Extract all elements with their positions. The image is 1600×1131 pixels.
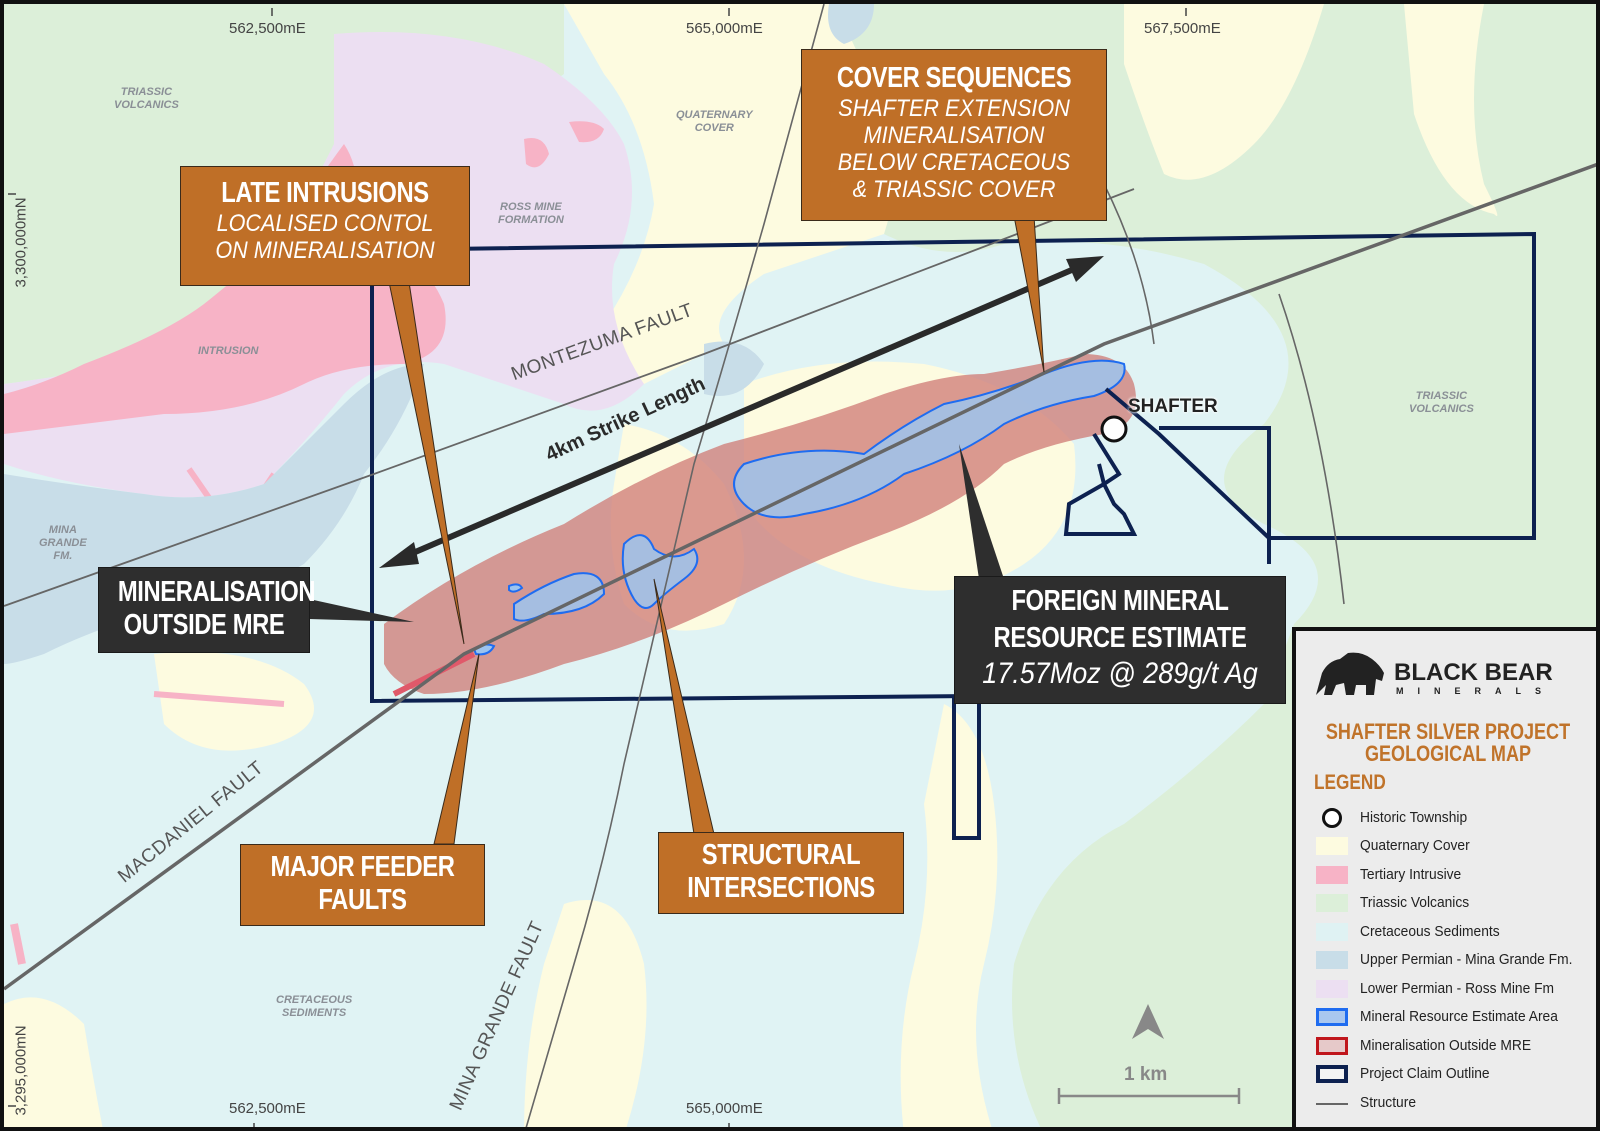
historic-township-icon <box>1100 415 1128 443</box>
geology-label-triassic-e: TRIASSIC VOLCANICS <box>1409 390 1474 415</box>
geology-label-intrusion: INTRUSION <box>198 345 259 357</box>
legend-item-tertiary: Tertiary Intrusive <box>1316 864 1596 888</box>
mre-area-mid <box>621 534 699 609</box>
legend-heading: LEGEND <box>1314 771 1386 794</box>
scale-bar <box>1057 1088 1241 1104</box>
northing-label: 3,300,000mN <box>12 197 30 288</box>
legend-item-cretaceous: Cretaceous Sediments <box>1316 921 1596 945</box>
geology-label-quaternary: QUATERNARY COVER <box>676 109 753 134</box>
legend-item-structure: Structure <box>1316 1092 1596 1116</box>
legend-item-mineralisation: Mineralisation Outside MRE <box>1316 1035 1596 1059</box>
callout-late-intrusions: LATE INTRUSIONS LOCALISED CONTOL ON MINE… <box>180 166 470 286</box>
geology-label-mina-grande: MINA GRANDE FM. <box>39 524 87 562</box>
easting-label: 565,000mE <box>686 20 763 37</box>
callout-foreign-mre: FOREIGN MINERAL RESOURCE ESTIMATE 17.57M… <box>954 576 1286 704</box>
geology-label-triassic: TRIASSIC VOLCANICS <box>114 86 179 111</box>
project-title: SHAFTER SILVER PROJECT GEOLOGICAL MAP <box>1325 719 1571 766</box>
northing-label: 3,295,000mN <box>12 1025 30 1116</box>
structure-line-icon <box>1316 1103 1348 1105</box>
project-claim-outline <box>370 231 1536 840</box>
north-arrow-icon <box>1132 1004 1164 1039</box>
easting-label: 562,500mE <box>229 20 306 37</box>
township-label: SHAFTER <box>1128 396 1218 417</box>
legend-item-triassic: Triassic Volcanics <box>1316 892 1596 916</box>
structures <box>4 4 1596 1127</box>
easting-label: 565,000mE <box>686 1100 763 1117</box>
mineralisation-pointer <box>309 599 414 622</box>
legend-item-claim: Project Claim Outline <box>1316 1063 1596 1087</box>
foreign-mre-pointer <box>959 444 1004 579</box>
callout-cover-sequences: COVER SEQUENCES SHAFTER EXTENSION MINERA… <box>801 49 1107 221</box>
callout-structural-intersections: STRUCTURAL INTERSECTIONS <box>658 832 904 914</box>
callout-major-feeder-faults: MAJOR FEEDER FAULTS <box>240 844 485 926</box>
legend-panel: BLACK BEAR MINERALS SHAFTER SILVER PROJE… <box>1292 627 1596 1127</box>
bear-logo-icon <box>1316 652 1384 695</box>
geology-label-ross-mine: ROSS MINE FORMATION <box>498 201 564 226</box>
mre-value: 17.57Moz @ 289g/t Ag <box>982 657 1258 690</box>
mre-area-main <box>733 359 1126 519</box>
brand-logo: BLACK BEAR MINERALS <box>1314 651 1594 701</box>
legend-item-upper-permian: Upper Permian - Mina Grande Fm. <box>1316 949 1596 973</box>
township-circle-icon <box>1322 808 1342 828</box>
legend-item-mre: Mineral Resource Estimate Area <box>1316 1006 1596 1030</box>
strike-length-arrow <box>379 256 1104 568</box>
easting-label: 567,500mE <box>1144 20 1221 37</box>
easting-label: 562,500mE <box>229 1100 306 1117</box>
legend-item-quaternary: Quaternary Cover <box>1316 835 1596 859</box>
geology-label-cretaceous: CRETACEOUS SEDIMENTS <box>276 994 353 1019</box>
scale-label: 1 km <box>1124 1064 1168 1085</box>
legend-item-township: Historic Township <box>1316 807 1596 831</box>
callout-mineralisation-outside-mre: MINERALISATION OUTSIDE MRE <box>98 567 316 653</box>
legend-item-lower-permian: Lower Permian - Ross Mine Fm <box>1316 978 1596 1002</box>
